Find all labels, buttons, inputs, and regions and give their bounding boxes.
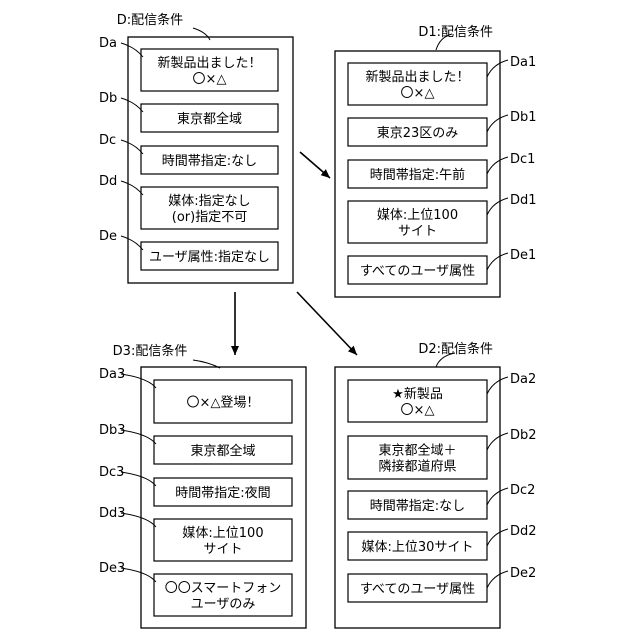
panel-caption-d2: D2:配信条件 [418, 341, 493, 357]
tag-leader [121, 43, 143, 57]
condition-text: 東京都全域 [190, 443, 255, 459]
condition-text: 媒体:指定なし [168, 194, 250, 209]
panel-d3: D3:配信条件〇×△登場！Da3東京都全域Db3 時間帯指定:夜間 Dc3 媒体:上位… [99, 343, 306, 628]
tag-leader [487, 253, 508, 270]
tag-leader [487, 433, 508, 450]
condition-text: 〇×△ [193, 72, 227, 87]
arrow-d-to-d2 [297, 292, 357, 355]
condition-text: (or)指定不可 [172, 210, 247, 225]
arrow-d-to-d1 [300, 152, 330, 178]
condition-tag: Dc2 [510, 483, 535, 498]
condition-dd: 媒体:指定なし(or)指定不可 Dd [99, 174, 278, 229]
condition-tag: De [99, 229, 117, 244]
condition-text: 東京都全域＋ [378, 443, 456, 459]
condition-text: 東京都全域 [177, 111, 242, 127]
condition-dc1: 時間帯指定:午前 Dc1 [348, 152, 535, 188]
tag-leader [487, 529, 508, 546]
condition-db1: 東京23区のみ Db1 [348, 110, 537, 146]
condition-text: 〇×△ [401, 403, 435, 418]
panel-caption-d1: D1:配信条件 [418, 24, 493, 40]
panel-caption-d3: D3:配信条件 [113, 343, 188, 359]
condition-db2: 東京都全域＋隣接都道府県 Db2 [348, 428, 537, 479]
tag-leader [121, 568, 156, 582]
condition-de2: すべてのユーザ属性 De2 [348, 566, 536, 602]
condition-dd3: 媒体:上位100サイトDd3 [99, 506, 292, 561]
condition-tag: Db2 [510, 428, 537, 443]
condition-text: 時間帯指定:午前 [370, 167, 465, 183]
condition-de1: すべてのユーザ属性 De1 [348, 248, 536, 284]
condition-da1: 新製品出ました！〇×△ Da1 [348, 55, 536, 105]
condition-text: ユーザ属性:指定なし [149, 250, 270, 265]
condition-da3: 〇×△登場！Da3 [99, 367, 292, 423]
condition-dc3: 時間帯指定:夜間 Dc3 [99, 465, 292, 506]
panel-d: D:配信条件新製品出ました！〇×△ Da 東京都全域 Db 時間帯指定:なし Dc 媒体:指… [99, 12, 293, 283]
condition-text: サイト [203, 542, 242, 557]
condition-tag: Db [99, 91, 117, 106]
condition-text: 新製品出ました！ [365, 69, 469, 85]
condition-dc2: 時間帯指定:なし Dc2 [348, 483, 535, 519]
condition-text: 〇×△ [401, 86, 435, 101]
condition-text: 隣接都道府県 [378, 459, 456, 475]
condition-text: 時間帯指定:なし [162, 154, 257, 169]
condition-text: 〇〇スマートフォン [165, 581, 282, 596]
condition-tag: Da2 [510, 372, 536, 387]
condition-text: ★新製品 [392, 386, 443, 402]
condition-tag: Db1 [510, 110, 537, 125]
condition-text: 〇×△登場！ [187, 396, 260, 411]
tag-leader [487, 198, 508, 215]
tag-leader [121, 140, 143, 154]
condition-dd2: 媒体:上位30サイト Dd2 [348, 524, 537, 560]
tag-leader [487, 60, 508, 77]
condition-tag: De2 [510, 566, 536, 581]
condition-tag: Da1 [510, 55, 536, 70]
condition-text: 媒体:上位100 [377, 208, 458, 223]
tag-leader [121, 513, 156, 527]
tag-leader [487, 377, 508, 394]
condition-text: すべてのユーザ属性 [360, 582, 475, 597]
condition-tag: Da [99, 36, 117, 51]
condition-text: すべてのユーザ属性 [360, 264, 475, 279]
tag-leader [487, 488, 508, 505]
condition-text: 時間帯指定:夜間 [175, 486, 270, 501]
condition-text: 東京23区のみ [377, 125, 459, 141]
tag-leader [121, 472, 156, 486]
condition-de: ユーザ属性:指定なし De [99, 229, 278, 270]
condition-text: サイト [398, 224, 437, 239]
condition-text: 媒体:上位100 [182, 526, 263, 541]
condition-db: 東京都全域 Db [99, 91, 278, 132]
tag-leader [121, 236, 143, 250]
condition-text: 媒体:上位30サイト [362, 540, 474, 555]
condition-dc: 時間帯指定:なし Dc [99, 133, 278, 174]
condition-da: 新製品出ました！〇×△ Da [99, 36, 278, 91]
condition-tag: Dc3 [99, 465, 124, 480]
tag-leader [487, 115, 508, 132]
tag-leader [121, 98, 143, 112]
tag-leader [487, 157, 508, 174]
panel-caption-d: D:配信条件 [117, 12, 183, 28]
condition-db3: 東京都全域Db3 [99, 423, 292, 464]
condition-de3: 〇〇スマートフォンユーザのみDe3 [99, 561, 292, 616]
condition-text: 新製品出ました！ [157, 55, 261, 71]
condition-tag: De1 [510, 248, 536, 263]
condition-tag: Dc [99, 133, 116, 148]
tag-leader [487, 571, 508, 588]
condition-text: ユーザのみ [191, 597, 256, 612]
tag-leader [121, 374, 156, 388]
tag-leader [121, 430, 156, 444]
condition-da2: ★新製品〇×△ Da2 [348, 372, 536, 422]
condition-tag: Dd2 [510, 524, 537, 539]
condition-tag: Dc1 [510, 152, 535, 167]
panel-d1: D1:配信条件新製品出ました！〇×△ Da1 東京23区のみ Db1 時間帯指定:午前 D… [335, 24, 537, 297]
condition-text: 時間帯指定:なし [370, 499, 465, 514]
condition-tag: Dd1 [510, 193, 537, 208]
condition-dd1: 媒体:上位100サイト Dd1 [348, 193, 537, 243]
condition-tag: Dd [99, 174, 117, 189]
panel-d2: D2:配信条件 ★新製品〇×△ Da2 東京都全域＋隣接都道府県 Db2 時間帯指定:なし… [335, 341, 537, 628]
caption-leader-d [193, 28, 210, 40]
tag-leader [121, 181, 143, 195]
